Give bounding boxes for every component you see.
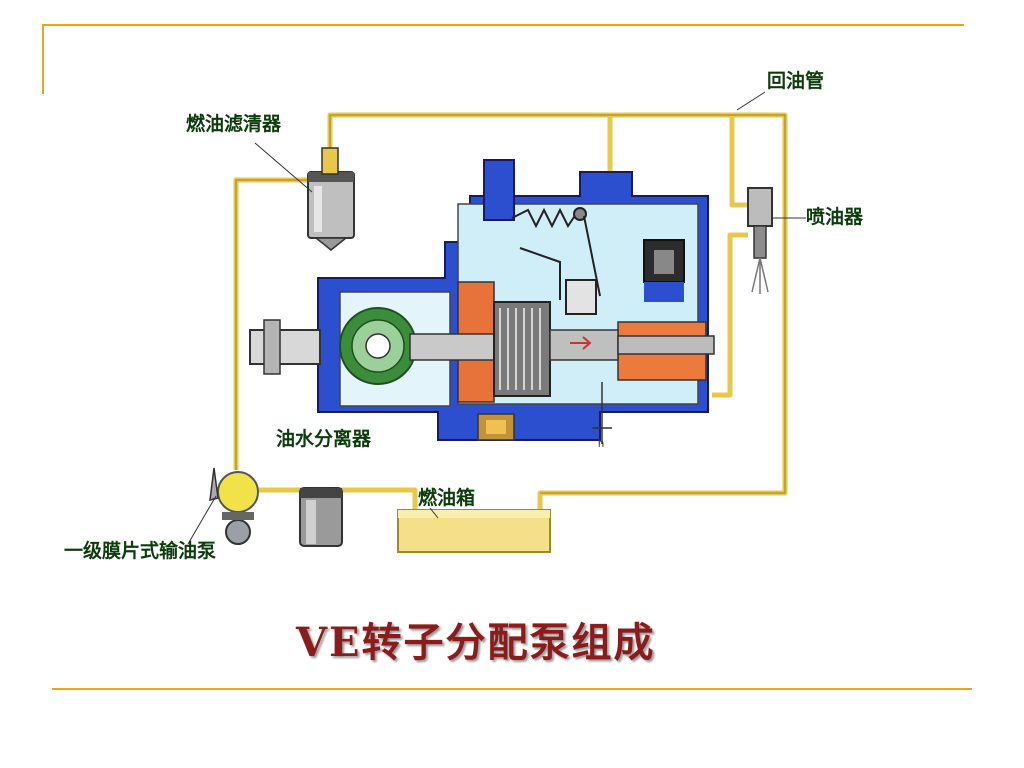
label-stroke-mark: h [598,438,605,450]
injector [747,187,773,294]
label-return-pipe: 回油管 [767,70,825,92]
water-separator [477,413,515,441]
governor [511,207,601,315]
frame-left-line [42,24,44,94]
bottom-filter [299,487,343,547]
feed-pump [209,467,259,545]
slide-title: VE转子分配泵组成 [296,619,656,666]
label-feed-pump: 一级膜片式输油泵 [64,540,217,562]
fuel-filter [307,147,355,251]
injector-return-line [729,115,748,208]
label-injector: 喷油器 [806,206,864,228]
stroke-indicator [592,382,612,444]
injector-line [712,232,748,398]
leader-lines [187,91,806,545]
cam-disc [493,301,715,397]
label-water-separator: 油水分离器 [276,428,372,450]
pump-housing [317,159,709,441]
frame-top-line [44,24,964,26]
frame-bottom-line [52,688,972,690]
label-fuel-filter: 燃油滤清器 [186,113,282,135]
vane-pump [339,307,417,385]
label-fuel-tank: 燃油箱 [418,487,476,509]
